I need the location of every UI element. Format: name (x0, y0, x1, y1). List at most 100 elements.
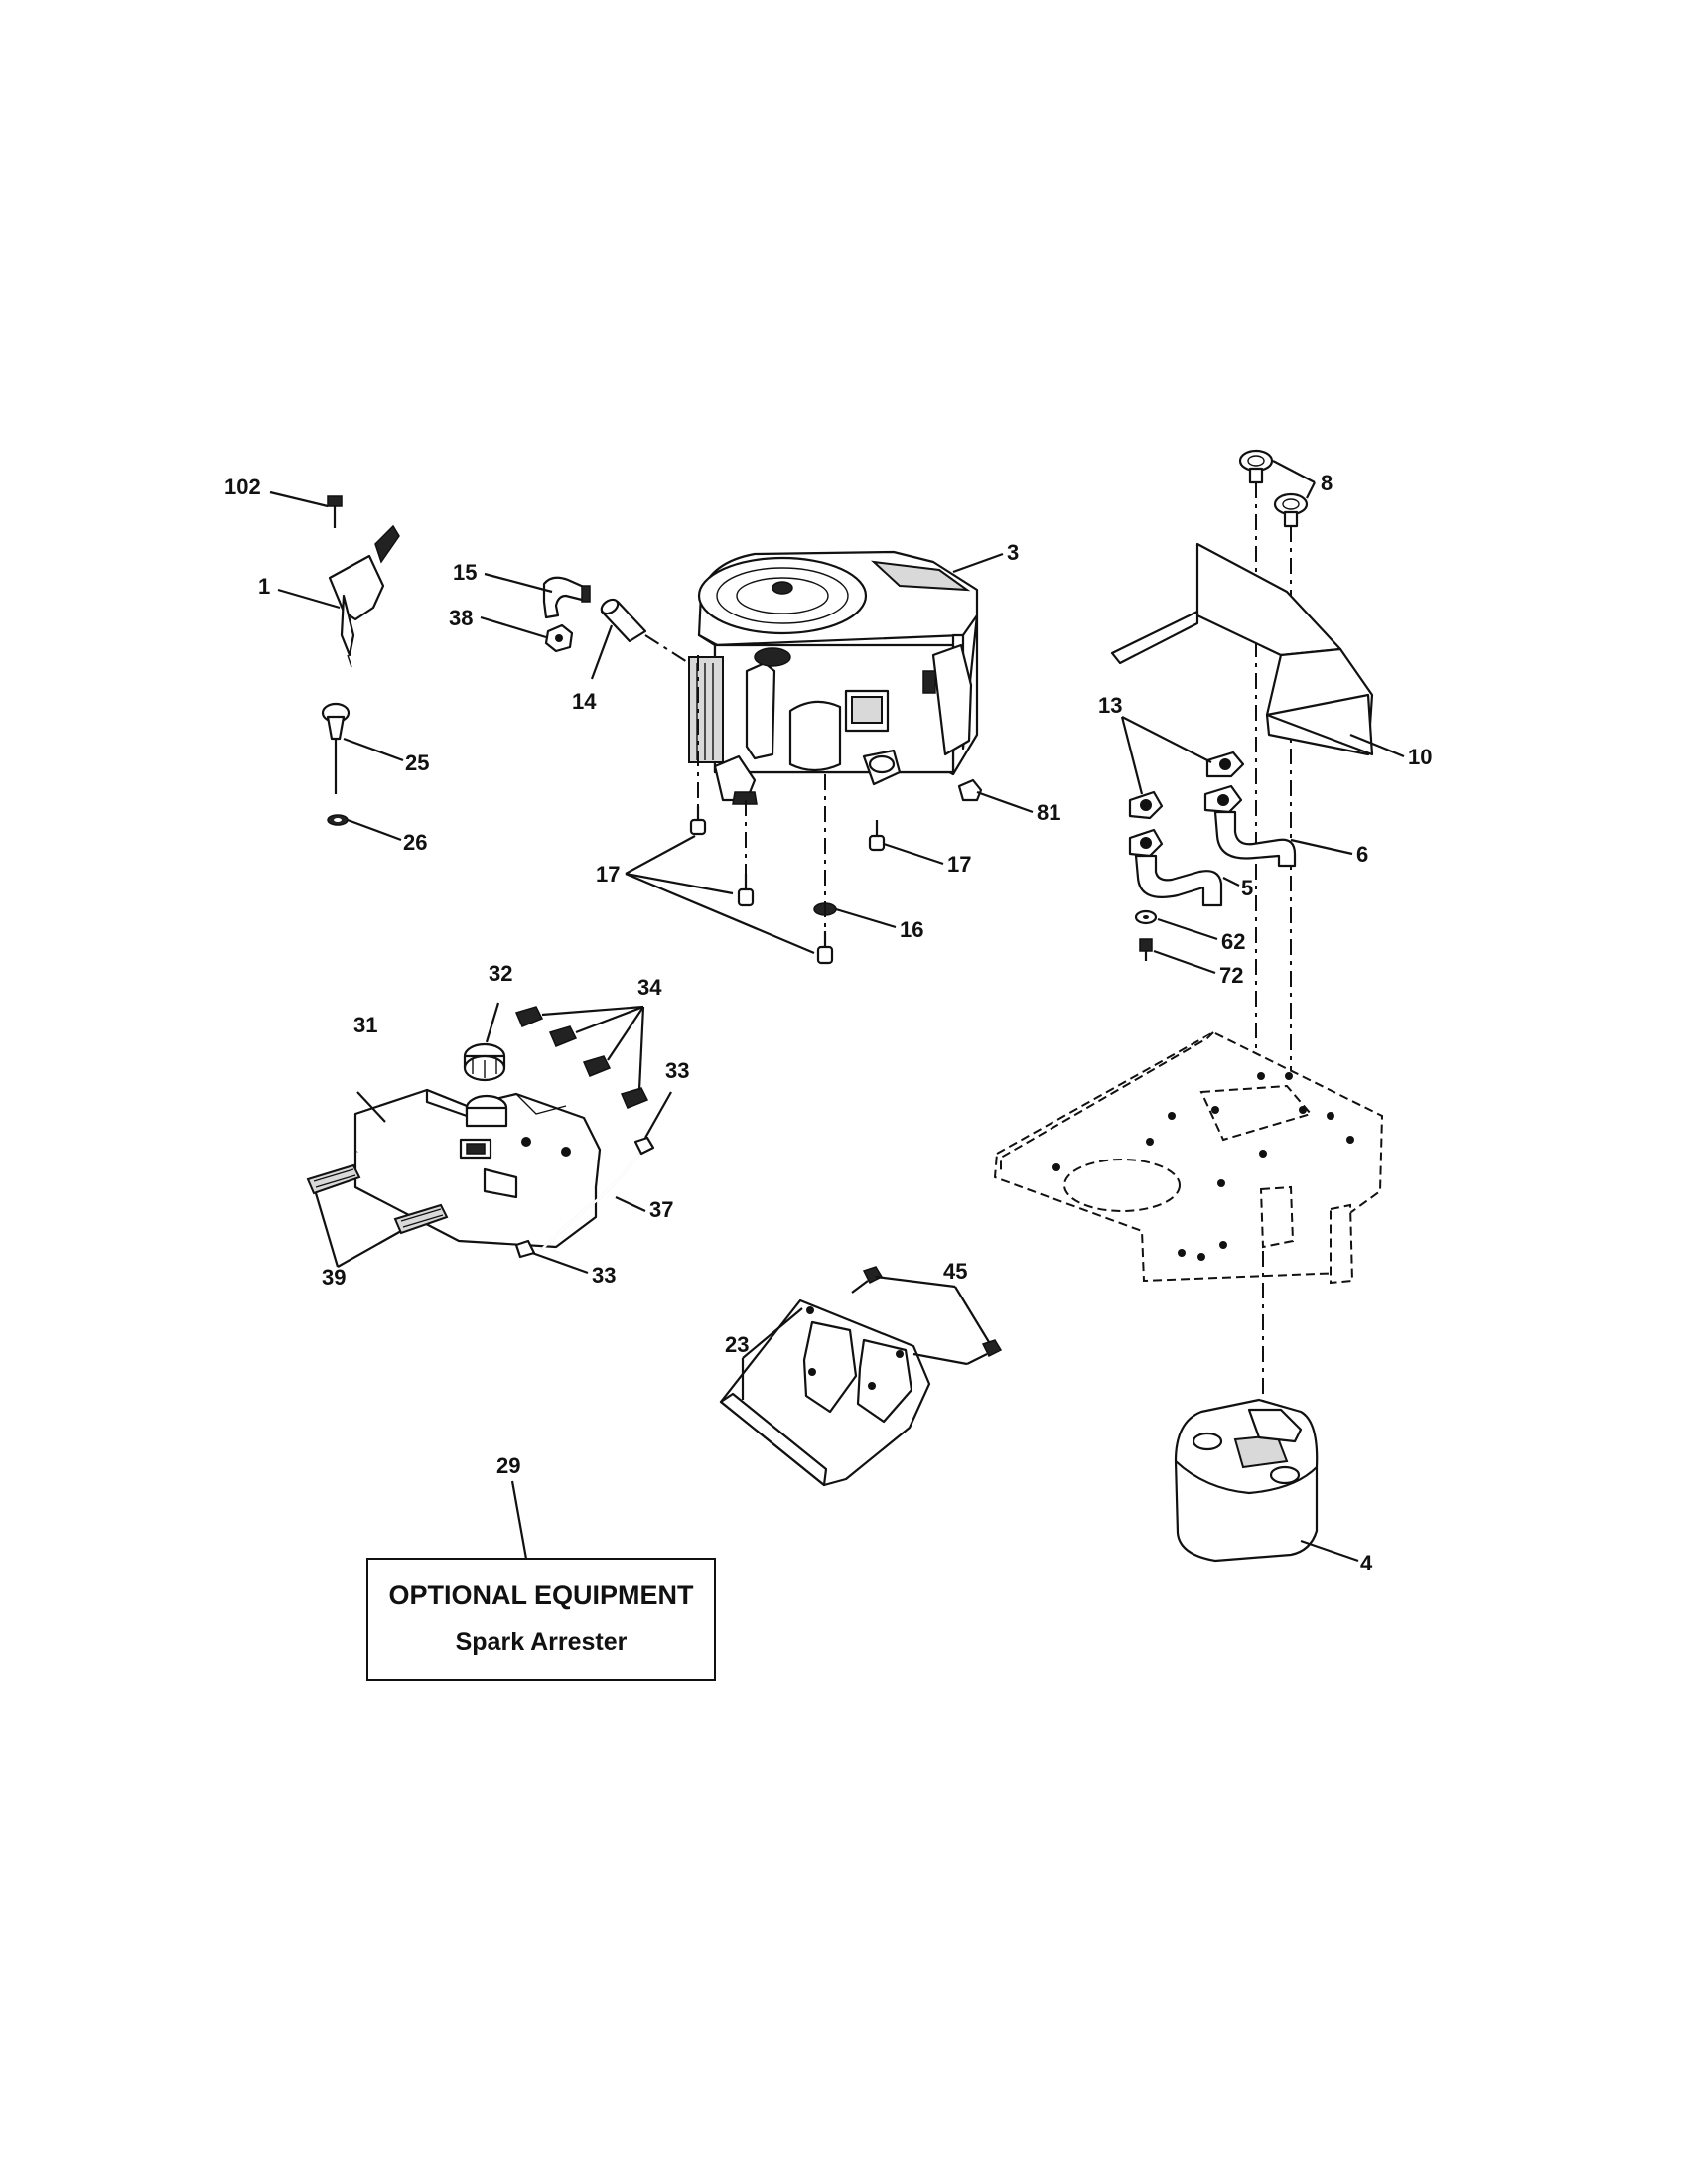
callout-31: 31 (353, 1013, 377, 1037)
bolt-part-45-b (966, 1339, 1003, 1365)
leader-45-a (875, 1275, 956, 1289)
screw-part-8-b (1273, 492, 1309, 528)
leader-16 (835, 907, 897, 929)
frame-reference (993, 1030, 1384, 1285)
callout-14: 14 (572, 689, 597, 714)
knob-part-32 (463, 1042, 506, 1082)
leader-6 (1290, 838, 1353, 856)
leader-4 (1300, 1539, 1359, 1563)
gasket-part-13-c (1128, 828, 1164, 858)
leader-39-b (337, 1230, 402, 1268)
leader-31 (356, 1091, 386, 1123)
screw-part-102 (327, 495, 343, 528)
callout-62: 62 (1221, 929, 1245, 954)
bolt-part-17-b (737, 874, 755, 907)
leader-102 (269, 490, 329, 508)
callout-4: 4 (1360, 1551, 1373, 1575)
callout-37: 37 (649, 1197, 673, 1222)
callout-17-right: 17 (947, 852, 971, 877)
callout-3: 3 (1007, 540, 1019, 565)
callout-17-left: 17 (596, 862, 620, 887)
bolt-part-45-a (851, 1266, 884, 1294)
exhaust-pipe-part-6 (1213, 810, 1297, 868)
callout-15: 15 (453, 560, 477, 585)
knob-part-25 (321, 702, 351, 794)
leader-34-a (541, 1005, 644, 1017)
leader-17a-2 (625, 872, 734, 895)
leader-34-d (637, 1006, 645, 1091)
gasket-part-13-d (1203, 784, 1243, 814)
leader-81 (976, 790, 1034, 814)
foam-part-34-d (620, 1087, 649, 1109)
leader-23b (742, 1307, 803, 1359)
tube-part-14 (600, 598, 647, 643)
bolt-part-81 (957, 778, 983, 802)
leader-17a-3 (625, 872, 815, 955)
callout-1: 1 (258, 574, 270, 599)
washer-part-26 (327, 814, 349, 826)
callout-16: 16 (900, 917, 923, 942)
washer-part-62 (1134, 909, 1158, 925)
callout-102: 102 (224, 475, 261, 499)
callout-81: 81 (1037, 800, 1060, 825)
callout-26: 26 (403, 830, 427, 855)
leader-33-b (531, 1251, 589, 1275)
engine-part-3 (688, 550, 979, 805)
callout-5: 5 (1241, 876, 1253, 900)
callout-29: 29 (496, 1453, 520, 1478)
leader-10 (1349, 733, 1405, 758)
leader-8-a (1272, 460, 1316, 483)
callout-8: 8 (1321, 471, 1333, 495)
callout-10: 10 (1408, 745, 1432, 769)
muffler-part-4 (1174, 1398, 1319, 1563)
leader-5 (1222, 877, 1240, 887)
callout-33-top: 33 (665, 1058, 689, 1083)
screw-part-72 (1139, 938, 1153, 961)
leader-72 (1153, 949, 1216, 975)
clamp-part-33-a (633, 1136, 655, 1156)
gasket-part-13-b (1128, 790, 1164, 820)
callout-32: 32 (489, 961, 512, 986)
leader-13-b (1121, 716, 1212, 763)
callout-38: 38 (449, 606, 473, 630)
bolt-part-17-d (868, 820, 886, 852)
optional-equipment-box (366, 1558, 716, 1681)
leader-37 (615, 1196, 646, 1212)
foam-strip-part-39-b (393, 1203, 449, 1235)
callout-34: 34 (637, 975, 662, 1000)
leader-62 (1157, 917, 1218, 941)
foam-part-34-a (514, 1006, 544, 1027)
nut-part-38 (544, 623, 574, 653)
leader-32 (485, 1002, 500, 1043)
callout-13: 13 (1098, 693, 1122, 718)
leader-25 (343, 737, 404, 762)
elbow-fitting-part-15 (542, 576, 591, 619)
throttle-control-part-1 (328, 524, 400, 668)
leader-13-a (1120, 716, 1144, 795)
leader-34-c (607, 1006, 644, 1061)
optional-equipment-title: OPTIONAL EQUIPMENT (388, 1580, 694, 1610)
leader-26 (347, 818, 402, 842)
leader-8-b (1306, 481, 1316, 499)
callout-33-bottom: 33 (592, 1263, 616, 1288)
leader-3 (952, 552, 1004, 574)
air-cleaner-base-part-31 (353, 1088, 602, 1249)
leader-38 (480, 615, 547, 639)
foam-strip-part-39-a (306, 1163, 361, 1195)
foam-part-34-c (582, 1055, 612, 1077)
gasket-part-13-a (1205, 751, 1245, 778)
leader-29 (510, 1480, 528, 1560)
leader-45-b (954, 1286, 990, 1343)
callout-23: 23 (725, 1332, 749, 1357)
bracket-part-23 (719, 1298, 931, 1487)
leader-1 (277, 588, 341, 610)
heat-shield-part-10 (1110, 542, 1374, 756)
hose-part-37 (541, 1153, 640, 1250)
leader-15 (484, 572, 553, 594)
callout-6: 6 (1356, 842, 1368, 867)
exhaust-pipe-part-5 (1134, 854, 1223, 907)
bolt-part-17-a (689, 806, 707, 836)
callout-39: 39 (322, 1265, 346, 1290)
callout-72: 72 (1219, 963, 1243, 988)
